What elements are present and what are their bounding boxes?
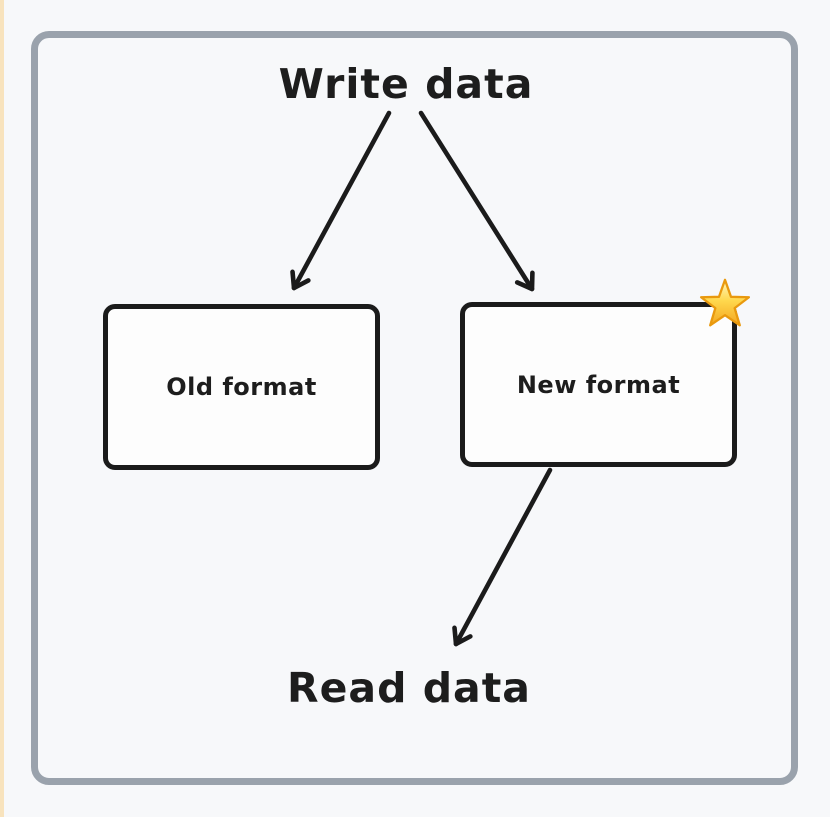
star-emoji-icon [699,278,751,327]
node-new-format-label: New format [516,370,681,399]
write-data-label: Write data [278,60,534,108]
diagram-frame [31,31,798,785]
node-new-format: New format [460,278,751,467]
read-data-label: Read data [287,664,531,712]
left-edge-strip [0,0,4,817]
node-old-format-label: Old format [166,373,317,401]
node-old-format: Old format [103,304,380,470]
